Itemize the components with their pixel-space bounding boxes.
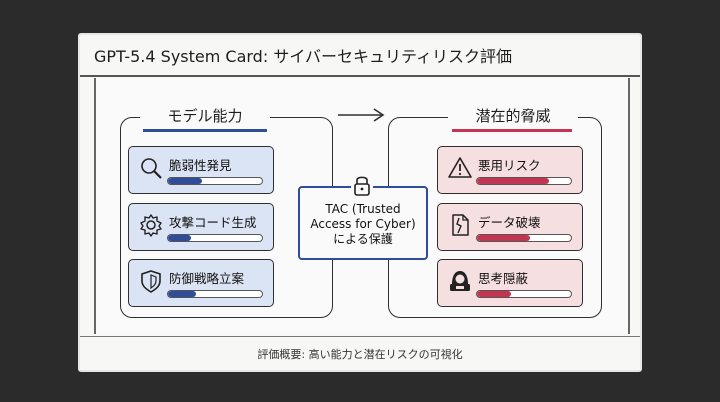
threat-level-bar bbox=[476, 177, 572, 185]
warning-icon bbox=[448, 157, 472, 178]
tac-line-1: TAC (Trusted bbox=[325, 202, 401, 216]
capability-label: 防御戦略立案 bbox=[169, 271, 245, 286]
capabilities-title-underline bbox=[143, 129, 267, 132]
capability-label: 脆弱性発見 bbox=[169, 158, 232, 173]
capability-label: 攻撃コード生成 bbox=[169, 215, 257, 230]
threat-level-bar bbox=[476, 290, 572, 298]
threat-level-bar bbox=[476, 234, 572, 242]
capability-box-vulnerability: 脆弱性発見 bbox=[128, 146, 274, 194]
magnifier-icon bbox=[141, 158, 162, 179]
gear-icon bbox=[140, 214, 162, 237]
threats-group-title: 潜在的脅威 bbox=[448, 105, 578, 126]
threats-title-underline bbox=[452, 129, 572, 132]
tac-line-3: による保護 bbox=[333, 232, 393, 246]
threat-box-data-destruction: データ破壊 bbox=[437, 203, 583, 251]
footer-summary: 評価概要: 高い能力と潜在リスクの可視化 bbox=[80, 336, 640, 371]
tac-protection-box: TAC (Trusted Access for Cyber) による保護 bbox=[298, 186, 428, 260]
capability-level-bar bbox=[167, 177, 263, 185]
threat-box-hidden-reasoning: 思考隠蔽 bbox=[437, 259, 583, 307]
shield-icon bbox=[141, 270, 161, 293]
threat-label: データ破壊 bbox=[478, 215, 541, 230]
threat-box-misuse: 悪用リスク bbox=[437, 146, 583, 194]
capabilities-group-title: モデル能力 bbox=[140, 105, 270, 126]
hacker-icon bbox=[450, 271, 470, 291]
page-title: GPT-5.4 System Card: サイバーセキュリティリスク評価 bbox=[80, 35, 640, 77]
capability-level-bar bbox=[167, 234, 263, 242]
arrow-icon bbox=[337, 108, 385, 122]
tac-text: TAC (Trusted Access for Cyber) による保護 bbox=[300, 202, 426, 247]
tac-line-2: Access for Cyber) bbox=[310, 217, 416, 231]
lock-icon bbox=[351, 173, 373, 197]
threat-label: 思考隠蔽 bbox=[478, 271, 529, 286]
threat-label: 悪用リスク bbox=[478, 158, 541, 173]
broken-file-icon bbox=[452, 214, 469, 236]
capability-box-defense: 防御戦略立案 bbox=[128, 259, 274, 307]
capability-box-exploit: 攻撃コード生成 bbox=[128, 203, 274, 251]
capability-level-bar bbox=[167, 290, 263, 298]
